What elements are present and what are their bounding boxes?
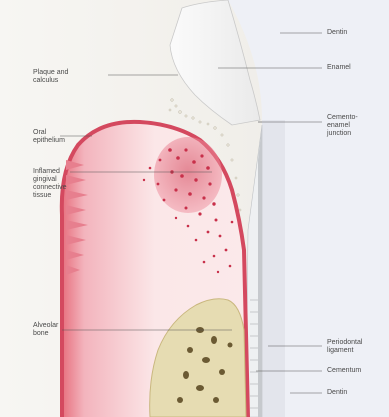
label-alveolar-bone: Alveolar bone — [33, 322, 58, 338]
inflamed-zone — [154, 137, 222, 213]
cementum-layer — [258, 125, 262, 417]
label-oral-epithelium: Oral epithelium — [33, 129, 65, 145]
label-dentin-bottom: Dentin — [327, 389, 347, 397]
root-shadow — [262, 120, 285, 417]
label-periodontal-ligament: Periodontal ligament — [327, 339, 362, 355]
label-enamel: Enamel — [327, 64, 351, 72]
label-dentin-top: Dentin — [327, 29, 347, 37]
label-plaque-calculus: Plaque and calculus — [33, 69, 68, 85]
label-cemento-enamel-junction: Cemento- enamel junction — [327, 114, 358, 138]
label-inflamed-gingival-tissue: Inflamed gingival connective tissue — [33, 168, 66, 200]
label-cementum: Cementum — [327, 367, 361, 375]
